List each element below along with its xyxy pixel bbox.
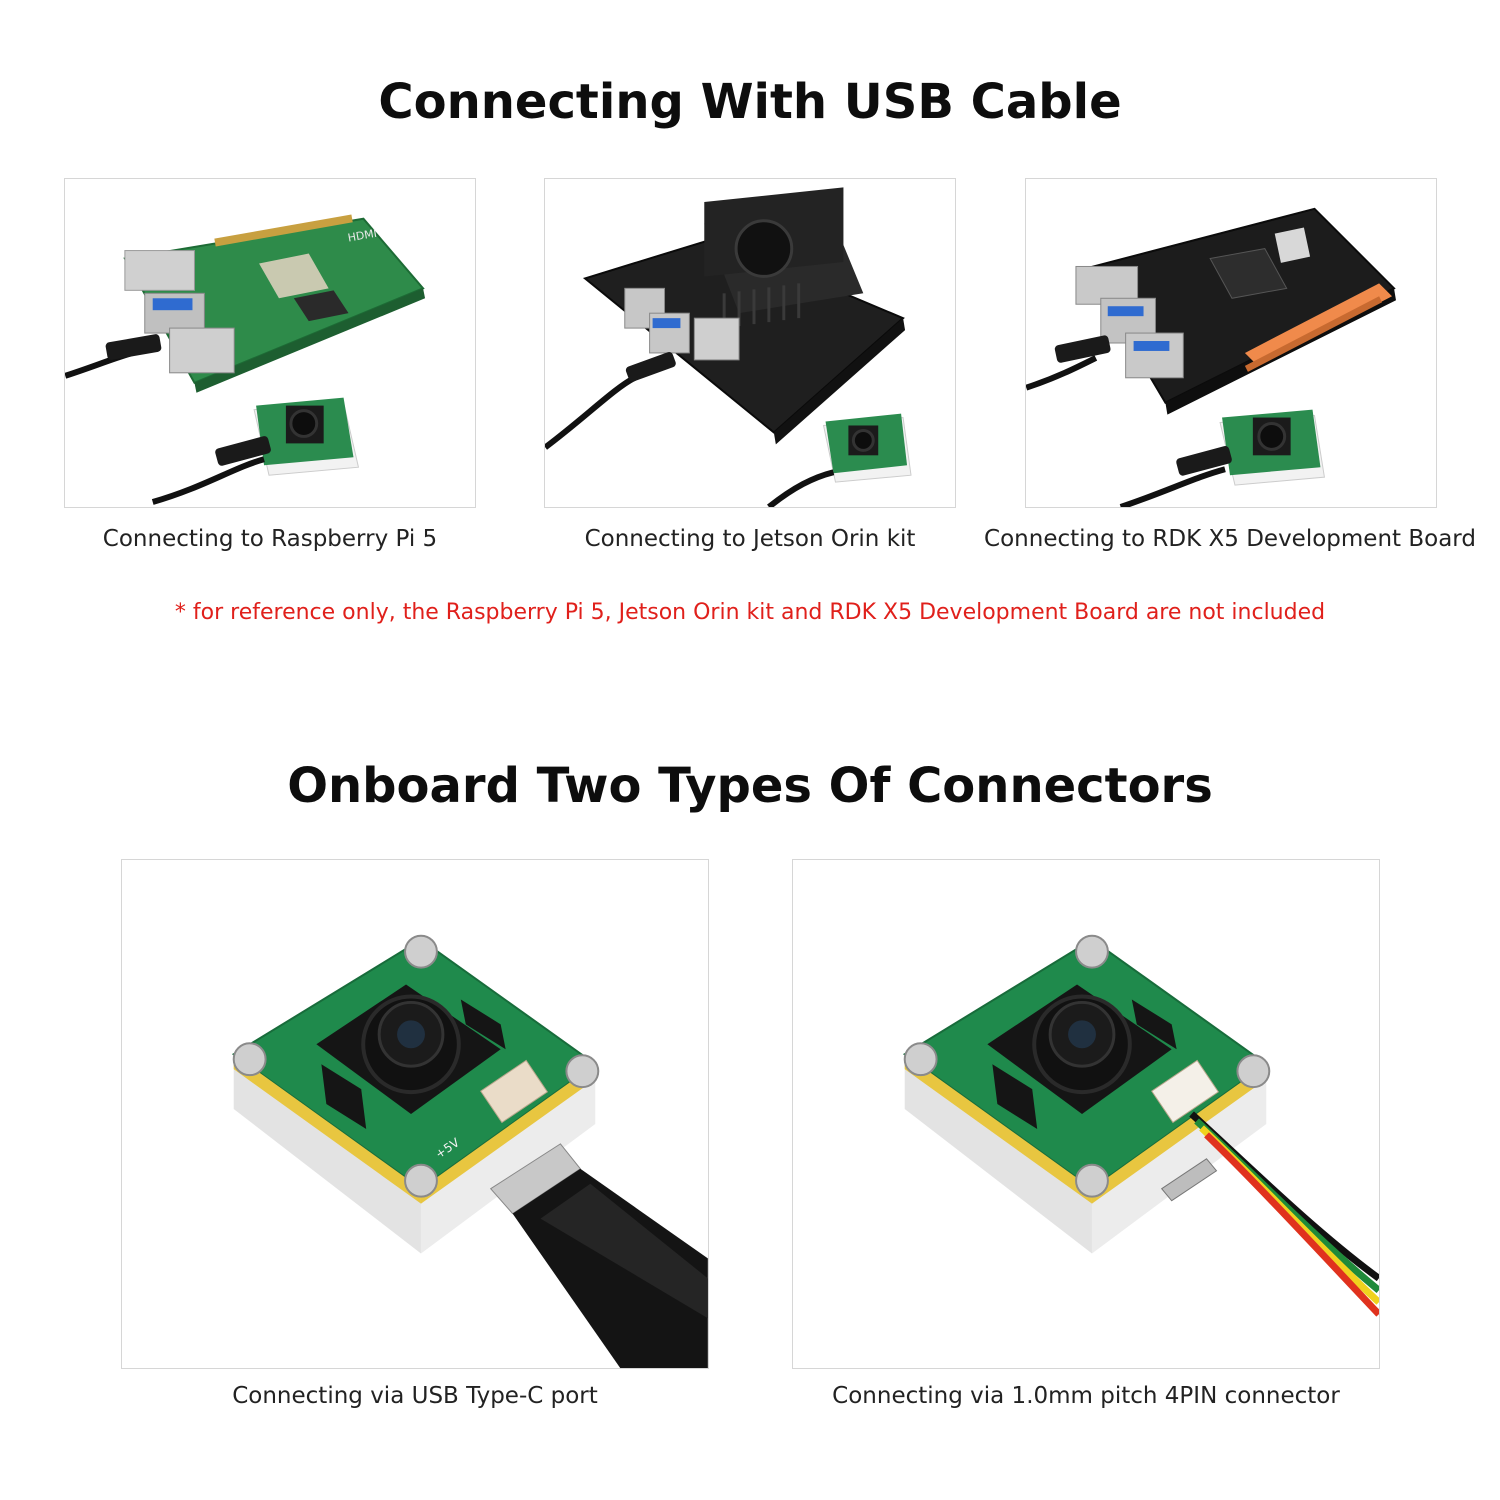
photo-raspberry-pi-5: HDMI bbox=[64, 178, 476, 508]
hdmi-label: HDMI bbox=[347, 227, 378, 245]
jetson-orin-illustration bbox=[545, 187, 912, 507]
section-title-usb-cable: Connecting With USB Cable bbox=[378, 74, 1122, 130]
photo-4pin-connection bbox=[792, 859, 1380, 1369]
photo-usb-type-c-connection: +5V bbox=[121, 859, 709, 1369]
4pin-connector-illustration bbox=[902, 934, 1379, 1317]
photo-jetson-orin-kit bbox=[544, 178, 956, 508]
photo-rdk-x5-board bbox=[1025, 178, 1437, 508]
caption-raspberry-pi-5: Connecting to Raspberry Pi 5 bbox=[102, 526, 438, 552]
caption-4pin-connector: Connecting via 1.0mm pitch 4PIN connecto… bbox=[832, 1383, 1340, 1409]
reference-note: * for reference only, the Raspberry Pi 5… bbox=[174, 600, 1326, 625]
usb-type-c-illustration: +5V bbox=[231, 934, 708, 1368]
caption-rdk-x5-board: Connecting to RDK X5 Development Board bbox=[984, 526, 1476, 552]
caption-usb-type-c: Connecting via USB Type-C port bbox=[232, 1383, 598, 1409]
rdk-x5-illustration bbox=[1026, 207, 1396, 507]
raspberry-pi-illustration: HDMI bbox=[65, 214, 426, 505]
section-title-connectors: Onboard Two Types Of Connectors bbox=[287, 758, 1213, 814]
caption-jetson-orin-kit: Connecting to Jetson Orin kit bbox=[584, 526, 916, 552]
